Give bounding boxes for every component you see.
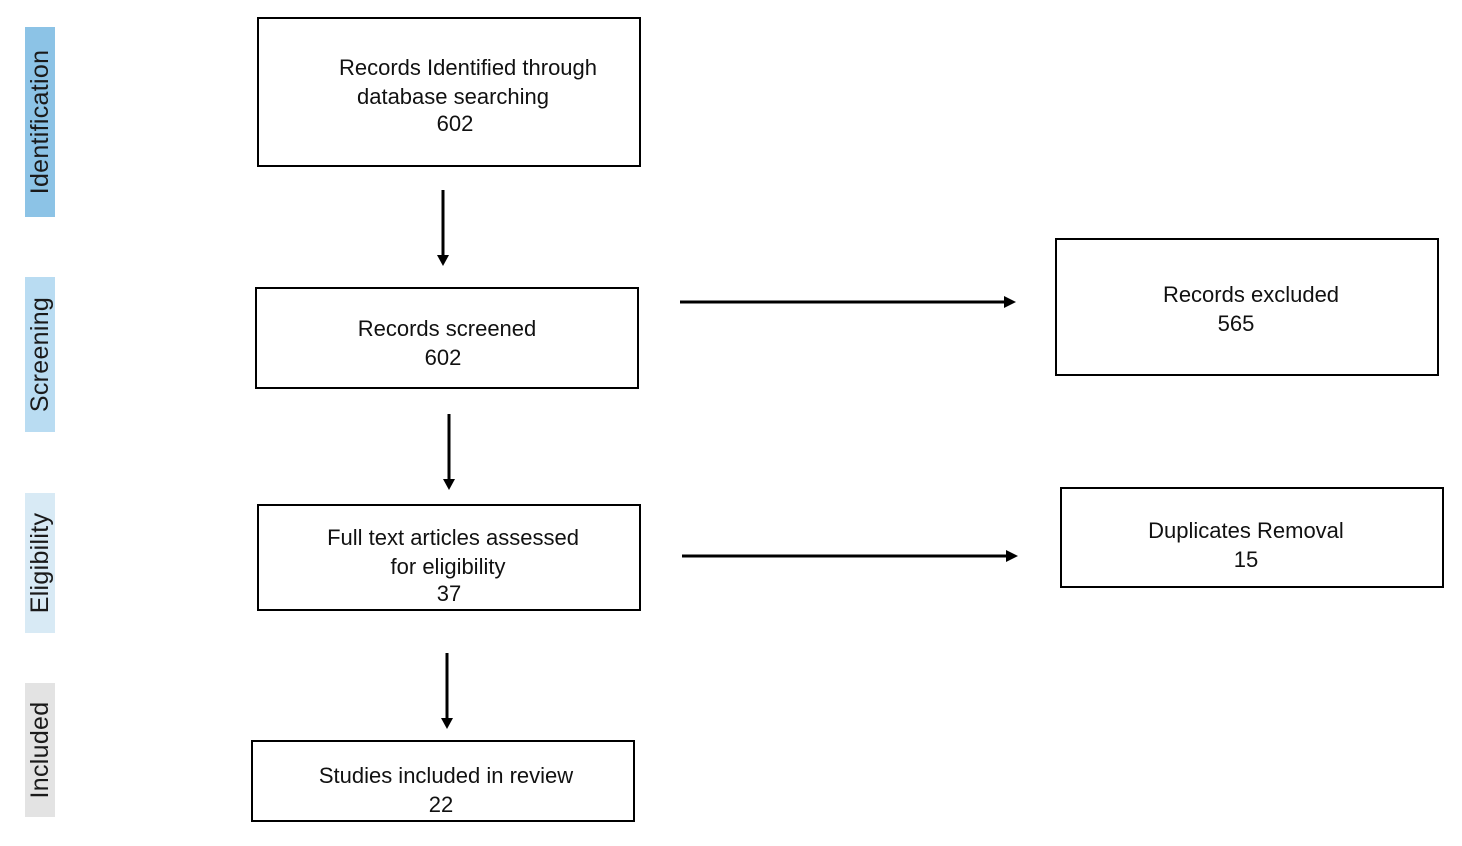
- box-records-excluded-line1: Records excluded: [1162, 282, 1340, 307]
- box-fulltext-assessed-line2: for eligibility: [390, 554, 506, 579]
- box-records-excluded: Records excluded 565: [1055, 238, 1439, 376]
- box-duplicates-removal: Duplicates Removal 15: [1060, 487, 1444, 588]
- arrow-identified-to-screened: [437, 190, 449, 266]
- arrow-screened-to-excluded: [680, 296, 1016, 308]
- box-records-identified-line2: database searching: [356, 84, 550, 109]
- stage-eligibility: Eligibility: [25, 493, 55, 633]
- stage-included: Included: [25, 683, 55, 817]
- box-studies-included-count: 22: [428, 792, 454, 817]
- arrow-fulltext-to-duplicates: [682, 550, 1018, 562]
- box-records-screened: Records screened 602: [255, 287, 639, 389]
- box-studies-included: Studies included in review 22: [251, 740, 635, 822]
- box-fulltext-assessed-count: 37: [436, 581, 462, 606]
- box-records-identified-line1: Records Identified through: [338, 55, 598, 80]
- stage-screening: Screening: [25, 277, 55, 432]
- box-duplicates-removal-count: 15: [1233, 547, 1259, 572]
- box-records-identified: Records Identified through database sear…: [257, 17, 641, 167]
- box-records-identified-count: 602: [436, 111, 474, 136]
- arrow-fulltext-to-included: [441, 653, 453, 729]
- arrow-screened-to-fulltext: [443, 414, 455, 490]
- stage-identification: Identification: [25, 27, 55, 217]
- box-records-screened-count: 602: [424, 345, 462, 370]
- box-records-excluded-count: 565: [1217, 311, 1255, 336]
- box-fulltext-assessed-line1: Full text articles assessed: [327, 525, 579, 550]
- box-fulltext-assessed: Full text articles assessed for eligibil…: [257, 504, 641, 611]
- box-studies-included-line1: Studies included in review: [318, 763, 574, 788]
- box-records-screened-line1: Records screened: [357, 316, 537, 341]
- box-duplicates-removal-line1: Duplicates Removal: [1148, 518, 1344, 543]
